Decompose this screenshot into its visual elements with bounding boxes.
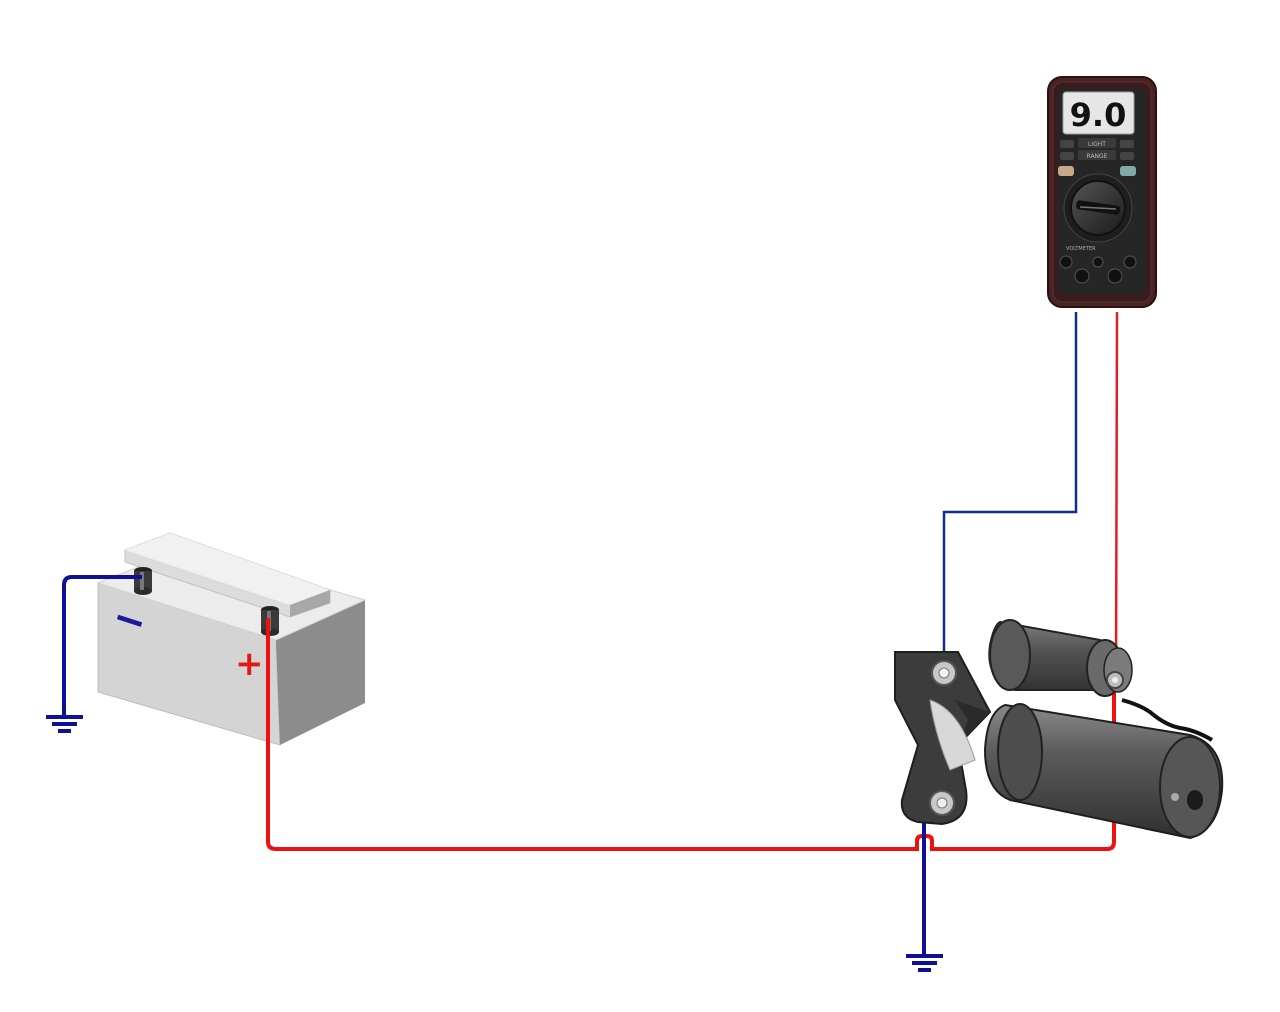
meter-red-lead (1114, 311, 1119, 687)
starter-motor-icon (894, 619, 1224, 840)
rotary-dial (1063, 173, 1133, 243)
bracket-bolt-bottom (929, 790, 955, 816)
meter-buttons: LIGHT RANGE (1058, 138, 1136, 176)
battery-ground-wire (62, 575, 142, 716)
range-button-label: RANGE (1087, 153, 1108, 160)
meter-reading: 9.0 (1070, 96, 1127, 134)
battery-icon: − + (96, 532, 367, 746)
ground-icon (906, 954, 943, 972)
jack-label: VOLTMETER (1066, 246, 1096, 252)
solenoid-terminal-bolt (1106, 671, 1124, 689)
light-button (1078, 138, 1116, 148)
range-button (1078, 150, 1116, 160)
negative-terminal (134, 567, 152, 595)
bracket-bolt-top (931, 660, 957, 686)
meter-display (1062, 91, 1135, 135)
light-button-label: LIGHT (1088, 141, 1106, 148)
ground-icon (46, 715, 83, 733)
multimeter-icon: 9.0 LIGHT RANGE VOLTMETER (1047, 76, 1157, 308)
meter-jacks (1059, 255, 1137, 284)
meter-black-lead (942, 312, 1078, 664)
positive-label: + (235, 644, 264, 684)
